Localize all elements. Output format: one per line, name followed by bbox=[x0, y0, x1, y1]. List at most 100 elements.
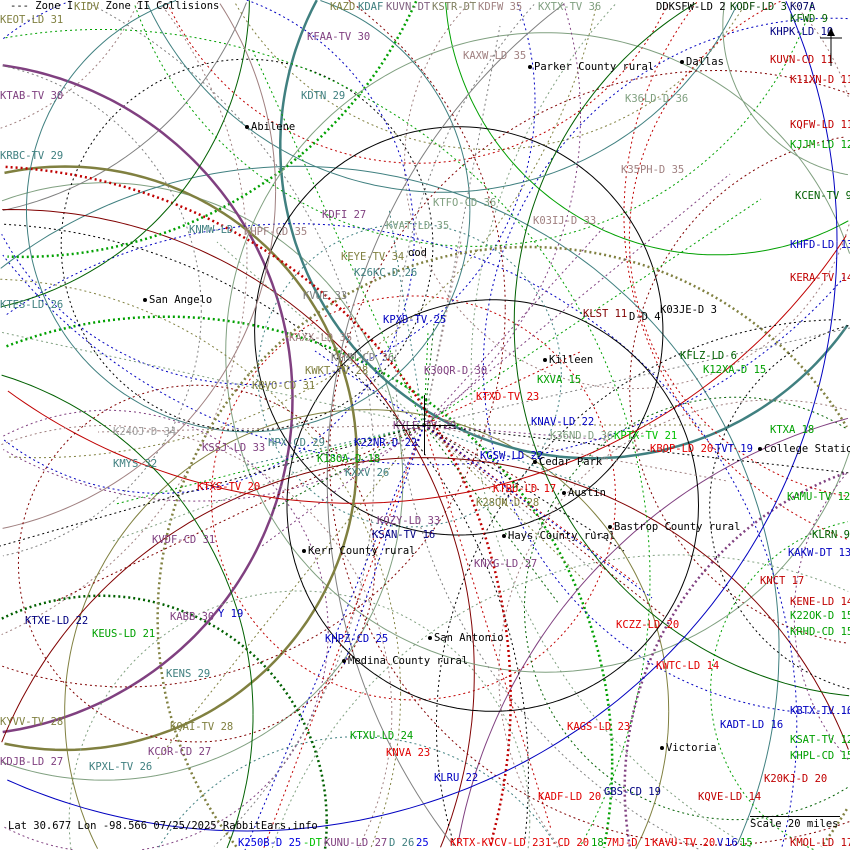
station-label[interactable]: KUNU-LD 27 bbox=[324, 837, 388, 849]
station-label[interactable]: D 26 bbox=[389, 837, 415, 849]
station-label[interactable]: KAGS-LD 23 bbox=[567, 721, 631, 733]
station-label[interactable]: KBTX-TV 16 bbox=[790, 705, 850, 717]
station-label[interactable]: KHPF-CD 35 bbox=[244, 226, 308, 238]
station-label[interactable]: KFWD 9 bbox=[790, 13, 828, 25]
station-label[interactable]: KFAA-TV 30 bbox=[307, 31, 371, 43]
station-label[interactable]: KOZY-LD 33 bbox=[377, 515, 441, 527]
station-label[interactable]: KHPZ-CD 25 bbox=[325, 633, 389, 645]
station-label[interactable]: KEOT-LD 31 bbox=[0, 14, 64, 26]
station-label[interactable]: K36ND-D 36 bbox=[550, 430, 614, 442]
station-label[interactable]: KOAI-TV 28 bbox=[170, 721, 234, 733]
station-label[interactable]: KSAN-TV 16 bbox=[372, 529, 436, 541]
station-label[interactable]: KEYE-TV 34 bbox=[341, 251, 405, 263]
station-label[interactable]: KMYS 32 bbox=[113, 458, 158, 470]
station-label[interactable]: KAMU-TV 12 bbox=[787, 491, 850, 503]
station-label[interactable]: KTFO-CD 36 bbox=[433, 197, 497, 209]
station-label[interactable]: K22NR-D 22 bbox=[354, 437, 418, 449]
station-label[interactable]: KQVE-LD 14 bbox=[698, 791, 762, 803]
station-label[interactable]: KAKW-DT 13 bbox=[788, 547, 850, 559]
station-label[interactable]: KABB 30 bbox=[170, 611, 215, 623]
station-label[interactable]: KNAV-LD 22 bbox=[531, 416, 595, 428]
station-label[interactable]: KXXV 26 bbox=[345, 467, 390, 479]
station-label[interactable]: KAXW-LD 35 bbox=[463, 50, 527, 62]
station-label[interactable]: KPTX-TV 21 bbox=[614, 430, 678, 442]
station-label[interactable]: KVUE 33 bbox=[303, 290, 348, 302]
station-label[interactable]: D-D 4 bbox=[629, 311, 661, 323]
station-label[interactable]: KWKT-TV 28 bbox=[305, 365, 369, 377]
station-label[interactable]: K03JE-D 3 bbox=[660, 304, 717, 316]
station-label[interactable]: KTXD-TV 23 bbox=[476, 391, 540, 403]
station-label[interactable]: 16 bbox=[725, 837, 738, 849]
station-label[interactable]: K07A bbox=[790, 1, 816, 13]
station-label[interactable]: HPX-CD 29 bbox=[268, 437, 325, 449]
station-label[interactable]: KEUS-LD 21 bbox=[92, 628, 156, 640]
station-label[interactable]: KLRN 9 bbox=[812, 529, 850, 541]
station-label[interactable]: KCOR-CD 27 bbox=[148, 746, 212, 758]
station-label[interactable]: K11XN-D 11 bbox=[790, 74, 850, 86]
station-label[interactable]: KJJM-LD 12 bbox=[790, 139, 850, 151]
station-label[interactable]: K03IJ-D 33 bbox=[533, 215, 597, 227]
station-label[interactable]: K250B-D 25 bbox=[238, 837, 302, 849]
station-label[interactable]: KDTN 29 bbox=[301, 90, 346, 102]
station-label[interactable]: KSTR-DT bbox=[432, 1, 477, 13]
station-label[interactable]: KWTC-LD 14 bbox=[656, 660, 720, 672]
station-label[interactable]: KFLZ-LD 6 bbox=[680, 350, 737, 362]
station-label[interactable]: KCEN-TV 9 bbox=[795, 190, 850, 202]
station-label[interactable]: KTXS-TV 20 bbox=[197, 481, 261, 493]
station-label[interactable]: KRBC-TV 29 bbox=[0, 150, 64, 162]
station-label[interactable]: KDFI 27 bbox=[322, 209, 367, 221]
station-label[interactable]: KHFD-LD 13 bbox=[790, 239, 850, 251]
station-label[interactable]: -DT bbox=[303, 837, 322, 849]
station-label[interactable]: KNVA 23 bbox=[386, 747, 431, 759]
station-label[interactable]: 15 bbox=[740, 837, 753, 849]
station-label[interactable]: KUVN-DT bbox=[386, 1, 431, 13]
station-label[interactable]: KNCT 17 bbox=[760, 575, 805, 587]
station-label[interactable]: KPXL-TV 26 bbox=[89, 761, 153, 773]
station-label[interactable]: KDJB-LD 27 bbox=[0, 756, 64, 768]
station-label[interactable]: KGMM-CD 36 bbox=[331, 352, 395, 364]
station-label[interactable]: GBS-CD 19 bbox=[604, 786, 661, 798]
station-label[interactable]: KCZZ-LD 20 bbox=[616, 619, 680, 631]
station-label[interactable]: KODF-LD 3 bbox=[730, 1, 787, 13]
station-label[interactable]: KAXX-LD 35 bbox=[289, 332, 353, 344]
station-label[interactable]: KRHD-CD 15 bbox=[790, 626, 850, 638]
station-label[interactable]: KNXG-LD 27 bbox=[474, 558, 538, 570]
station-label[interactable]: K30QR-D 30 bbox=[424, 365, 488, 377]
station-label[interactable]: KAZD bbox=[330, 1, 356, 13]
station-label[interactable]: KTES-LD 26 bbox=[0, 299, 64, 311]
station-label[interactable]: KTXU-LD 24 bbox=[350, 730, 414, 742]
station-label[interactable]: K24OJ-D 34 bbox=[113, 426, 177, 438]
station-label[interactable]: 18 bbox=[591, 837, 604, 849]
station-label[interactable]: KVAT-LD 35 bbox=[386, 220, 450, 232]
station-label[interactable]: KERA-TV 14 bbox=[790, 272, 850, 284]
station-label[interactable]: V bbox=[717, 837, 724, 849]
station-label[interactable]: KSSJ-LD 33 bbox=[202, 442, 266, 454]
station-label[interactable]: KAVU-TV 20 bbox=[652, 837, 716, 849]
station-label[interactable]: KADF-LD 20 bbox=[538, 791, 602, 803]
station-label[interactable]: KDFW 35 bbox=[478, 1, 523, 13]
station-label[interactable]: KIDV bbox=[74, 1, 100, 13]
station-label[interactable]: KGSW-LD 22 bbox=[480, 450, 544, 462]
station-label[interactable]: KHPK-LD 10 bbox=[770, 26, 834, 38]
station-label[interactable]: K22OK-D 15 bbox=[790, 610, 850, 622]
station-label[interactable]: KENS 29 bbox=[166, 668, 211, 680]
station-label[interactable]: K18OA-D 18 bbox=[317, 453, 381, 465]
station-label[interactable]: K35PH-D 35 bbox=[621, 164, 685, 176]
station-label[interactable]: KMOL-LD 17 bbox=[790, 837, 850, 849]
station-label[interactable]: KBOP-LD 20 bbox=[650, 443, 714, 455]
station-label[interactable]: KVDF-CD 31 bbox=[152, 534, 216, 546]
station-label[interactable]: KPXD-TV 25 bbox=[383, 314, 447, 326]
station-label[interactable]: TVT 19 bbox=[715, 443, 753, 455]
station-label[interactable]: 7MJ-D 1 bbox=[606, 837, 651, 849]
station-label[interactable]: KTAB-TV 30 bbox=[0, 90, 64, 102]
station-label[interactable]: KTXE-LD 22 bbox=[25, 615, 89, 627]
station-label[interactable]: KXTX-TV 36 bbox=[538, 1, 602, 13]
station-label[interactable]: KDAF bbox=[358, 1, 384, 13]
station-label[interactable]: KSAT-TV 12 bbox=[790, 734, 850, 746]
station-label[interactable]: KXVA 15 bbox=[537, 374, 582, 386]
station-label[interactable]: 25 bbox=[416, 837, 429, 849]
station-label[interactable]: KLRU 22 bbox=[434, 772, 479, 784]
station-label[interactable]: KUVN-CD 11 bbox=[770, 54, 834, 66]
station-label[interactable]: K28QN-D 28 bbox=[476, 497, 540, 509]
